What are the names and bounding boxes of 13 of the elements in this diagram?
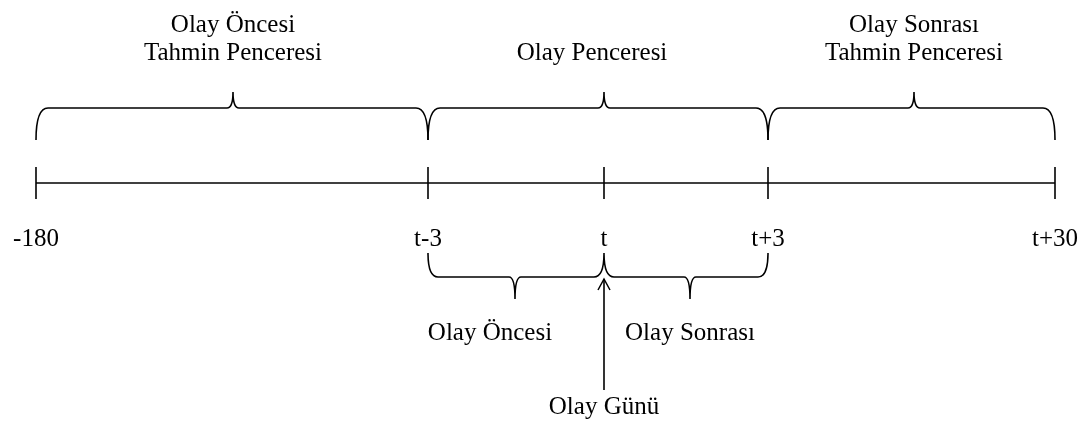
brace-label: Olay Sonrası Tahmin Penceresi xyxy=(823,10,1005,66)
brace-label: Olay Sonrası xyxy=(625,318,755,346)
brace-label: Olay Öncesi Tahmin Penceresi xyxy=(142,10,324,66)
event-label: Olay Günü xyxy=(548,392,660,420)
brace-label: Olay Öncesi xyxy=(427,318,553,346)
tick-label: t+3 xyxy=(751,224,785,252)
arrow xyxy=(597,278,611,391)
tick-label: t-3 xyxy=(414,224,442,252)
tick-label: -180 xyxy=(13,224,59,252)
tick-label: t xyxy=(600,224,608,252)
brace-label: Olay Penceresi xyxy=(516,38,668,66)
curly-brace xyxy=(427,252,769,300)
tick-label: t+30 xyxy=(1032,224,1078,252)
